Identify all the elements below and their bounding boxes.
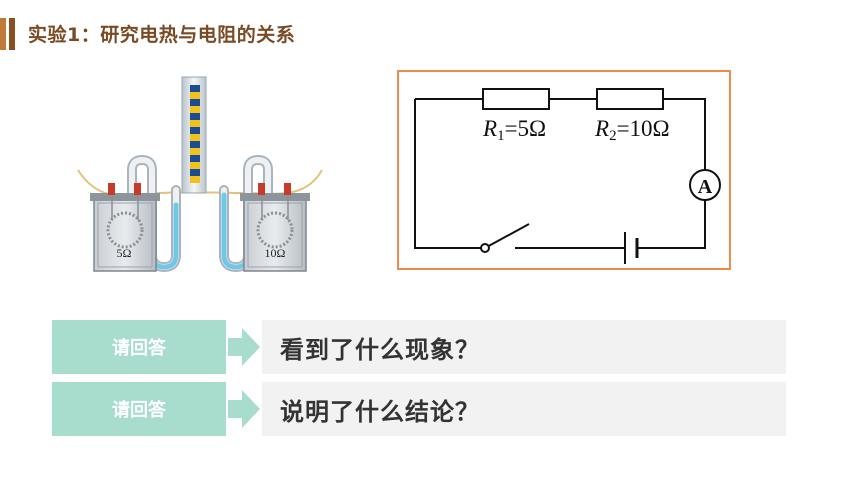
- right-container: 10Ω: [240, 183, 310, 272]
- circuit-wire-left: [414, 99, 481, 249]
- left-heating-coil: [106, 211, 144, 249]
- question-row-1: 请回答 看到了什么现象？: [52, 320, 786, 374]
- ammeter-label: A: [698, 176, 713, 198]
- left-terminal-2: [134, 183, 141, 195]
- right-terminal-1: [258, 183, 265, 195]
- switch-pivot: [480, 243, 490, 253]
- r1-value: =5Ω: [504, 116, 547, 141]
- r2-label: R2=10Ω: [595, 116, 670, 145]
- resistor-r2: [596, 88, 664, 110]
- title-accent-bar-dark: [9, 18, 15, 50]
- left-terminal-1: [108, 183, 115, 195]
- title-accent-bar-light: [0, 18, 6, 50]
- scale-stripes: [190, 85, 200, 183]
- r2-symbol: R: [595, 116, 610, 141]
- left-container: 5Ω: [90, 183, 160, 272]
- question-text: 说明了什么结论？: [262, 382, 786, 436]
- answer-prompt-label: 请回答: [52, 320, 226, 374]
- resistor-r1: [482, 88, 550, 110]
- right-resistance-label: 10Ω: [265, 246, 286, 260]
- apparatus-illustration: 5Ω 10Ω: [77, 76, 323, 273]
- circuit-wire-top: [415, 98, 706, 170]
- question-text: 看到了什么现象？: [262, 320, 786, 374]
- answer-prompt-label: 请回答: [52, 382, 226, 436]
- left-resistance-label: 5Ω: [117, 246, 132, 260]
- question-row-2: 请回答 说明了什么结论？: [52, 382, 786, 436]
- page-title: 实验1：研究电热与电阻的关系: [28, 24, 296, 46]
- circuit-diagram-frame: A R1=5Ω R2=10Ω: [397, 70, 731, 270]
- ammeter-symbol: [689, 169, 721, 201]
- title-accent-bar: [0, 18, 16, 50]
- right-terminal-2: [284, 183, 291, 195]
- arrow-right-icon: [228, 328, 260, 366]
- arrow-right-icon: [228, 390, 260, 428]
- r2-value: =10Ω: [616, 116, 670, 141]
- switch-lever: [484, 223, 530, 249]
- circuit-wire-right: [637, 200, 706, 249]
- r1-symbol: R: [483, 116, 498, 141]
- r1-subscript: 1: [497, 128, 505, 144]
- circuit-diagram: A: [414, 88, 721, 264]
- r1-label: R1=5Ω: [483, 116, 546, 145]
- right-heating-coil: [256, 211, 294, 249]
- r2-subscript: 2: [609, 128, 617, 144]
